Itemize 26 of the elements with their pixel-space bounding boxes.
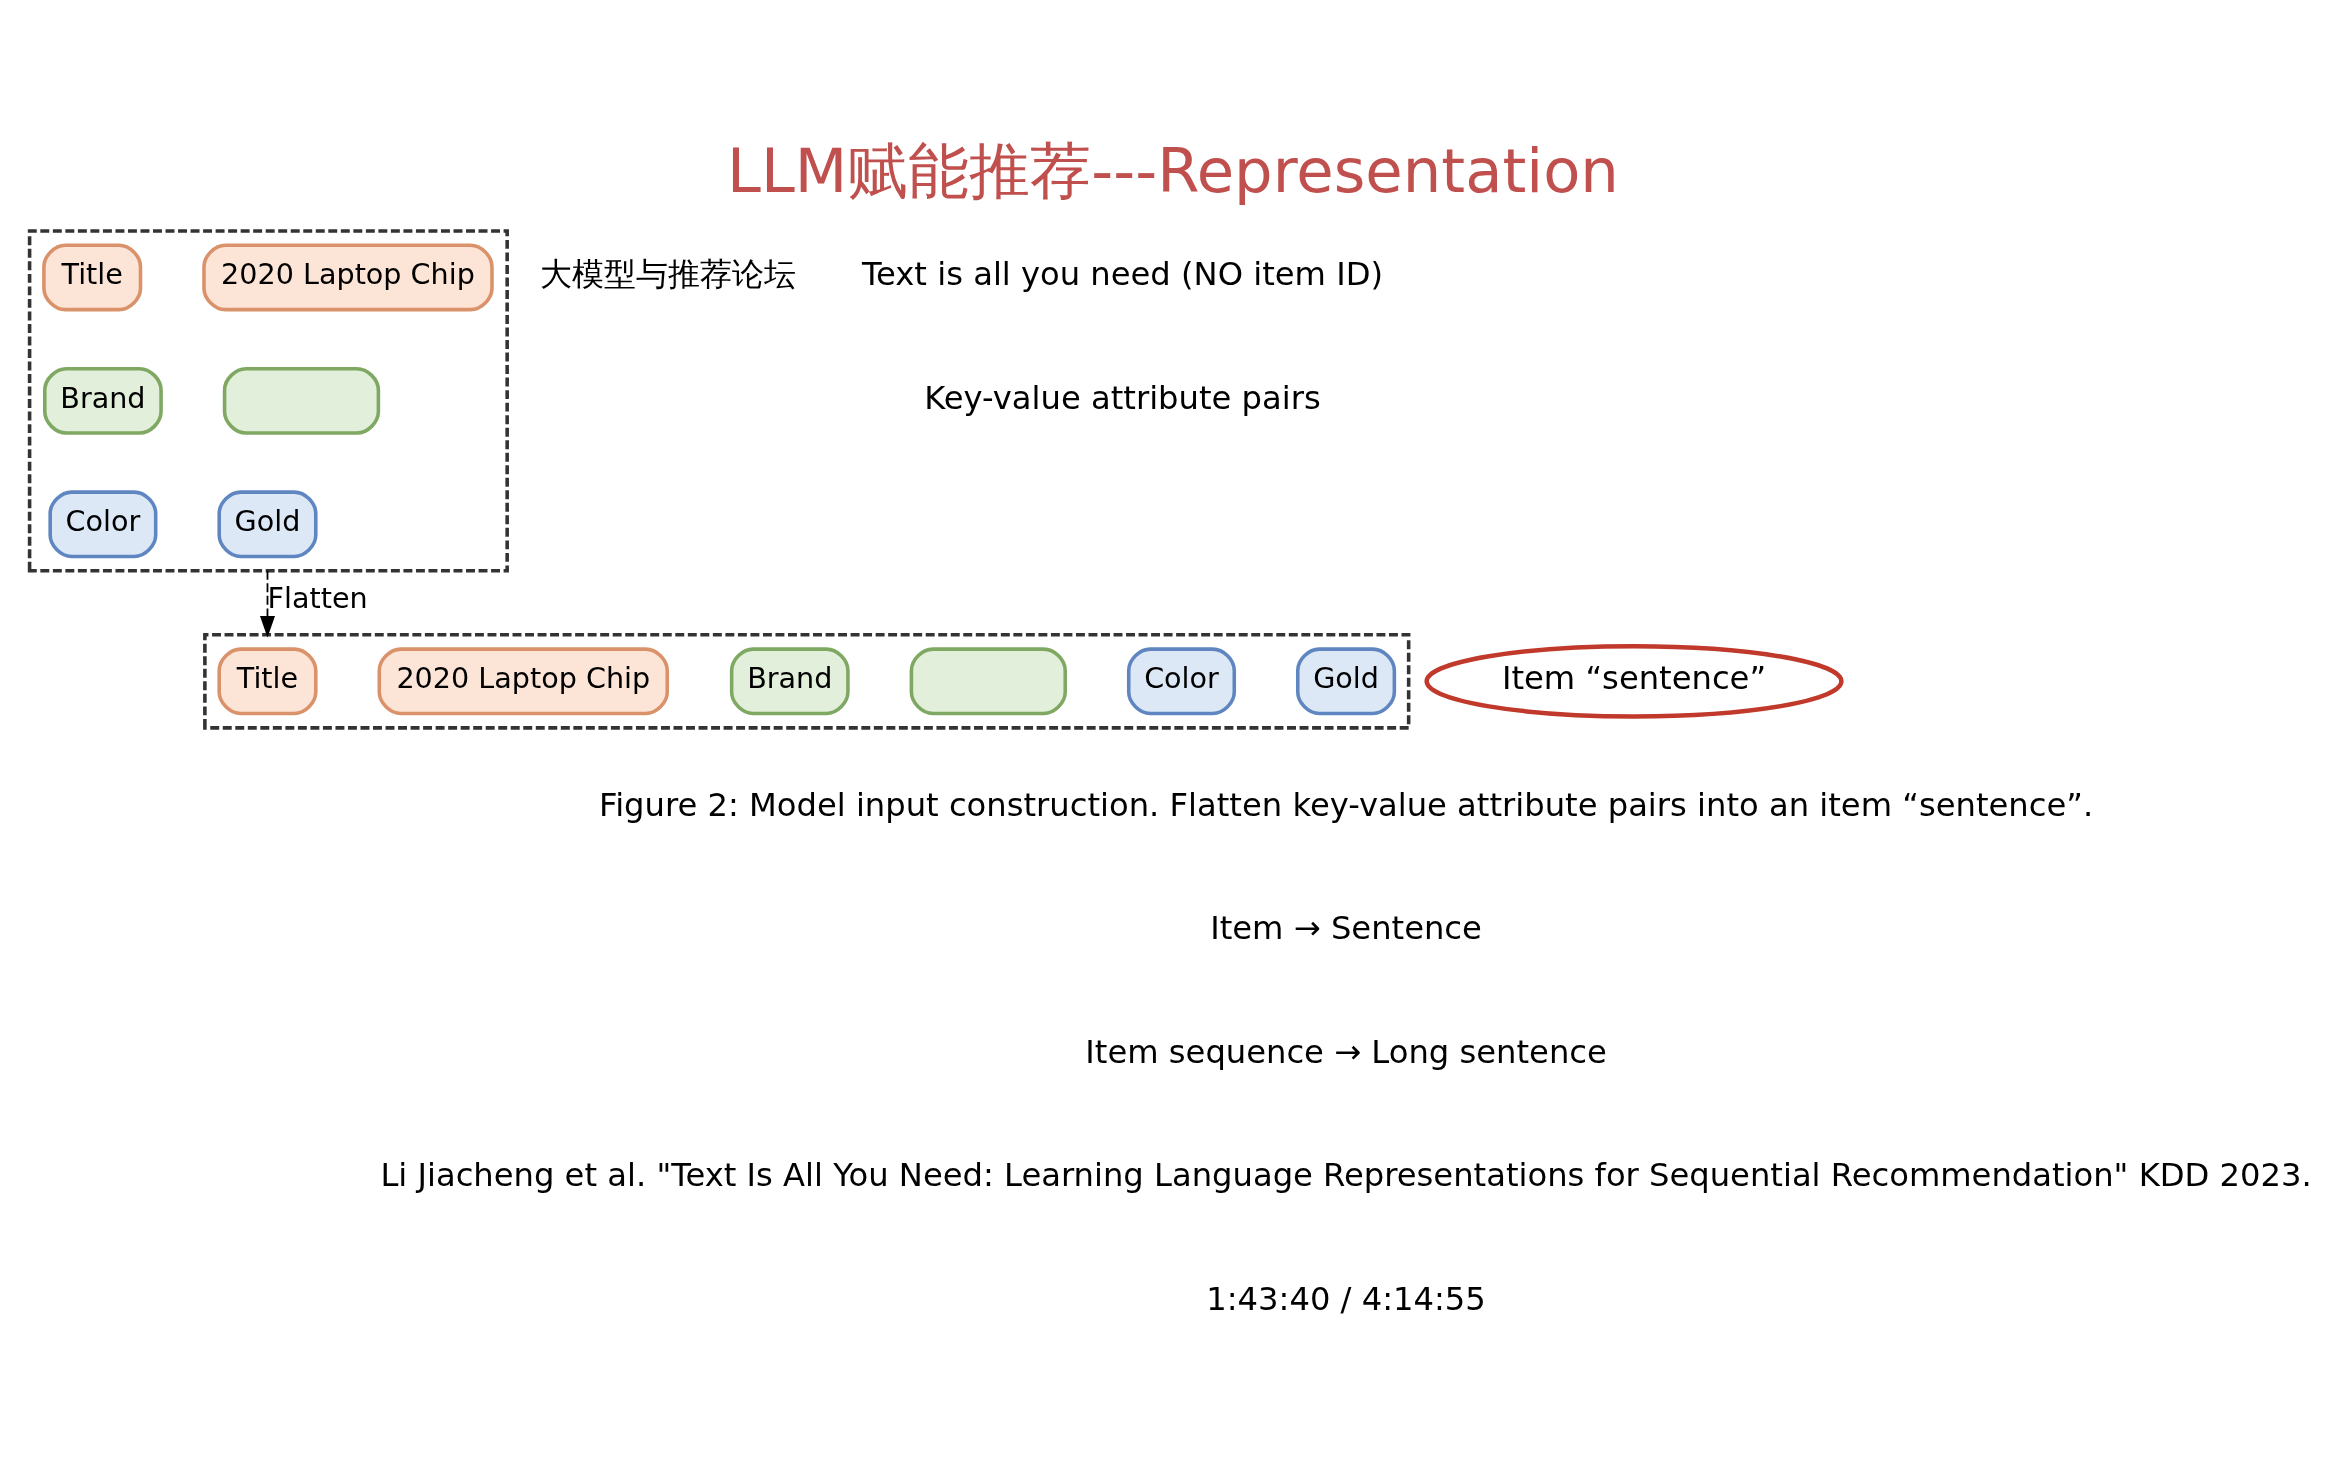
label: Item → Sentence — [1210, 908, 1482, 947]
node-ellipse: Item “sentence” — [1424, 643, 1844, 719]
node-box: 2020 Laptop Chip — [202, 242, 494, 311]
label: Figure 2: Model input construction. Flatten key-value attribute pairs into an item “sentence”. — [598, 785, 2094, 824]
node-box: Color — [48, 489, 158, 558]
cluster — [27, 228, 509, 573]
edge-label: Flatten — [267, 580, 368, 615]
node-box — [909, 646, 1067, 715]
label: Li Jiacheng et al. "Text Is All You Need: Learning Language Representations for Sequential Recommendation" KDD 2023. — [380, 1155, 2312, 1194]
label: Key-value attribute pairs — [924, 378, 1321, 417]
node-box: Color — [1126, 646, 1237, 715]
node-box: Title — [217, 646, 318, 715]
node-box: Brand — [729, 646, 850, 715]
node-box: Title — [42, 242, 143, 311]
cluster — [203, 632, 1411, 730]
label: 1:43:40 / 4:14:55 — [1206, 1279, 1486, 1318]
arrow — [259, 569, 275, 638]
node-box: Gold — [217, 489, 318, 558]
node-box: Brand — [43, 366, 163, 435]
diagram-title: LLM赋能推荐---Representation — [727, 135, 1619, 206]
label: 大模型与推荐论坛 — [540, 254, 797, 293]
label: Text is all you need (NO item ID) — [861, 254, 1384, 293]
node-box: 2020 Laptop Chip — [377, 646, 670, 715]
label: Item sequence → Long sentence — [1085, 1032, 1607, 1071]
node-box: Gold — [1295, 646, 1397, 715]
node-box — [222, 366, 381, 435]
